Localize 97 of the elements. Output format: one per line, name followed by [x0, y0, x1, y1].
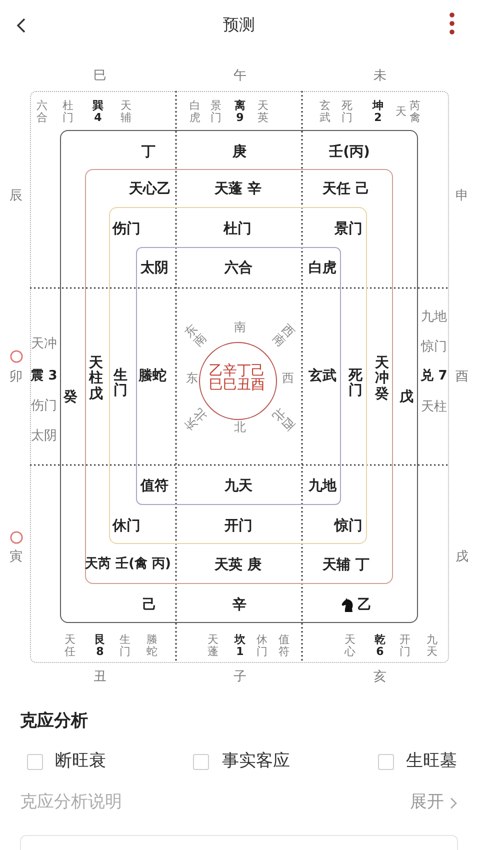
- star-stem-label: 天英 庚: [214, 556, 262, 574]
- deity-ring: [136, 246, 340, 504]
- stem-label: 己: [142, 596, 156, 613]
- palace-number-label: 离9: [234, 100, 246, 124]
- branch-label: 戌: [456, 550, 468, 566]
- stem-label: 丁: [142, 143, 156, 160]
- stem-label: 戊: [400, 388, 414, 405]
- palace-number-label: 艮8: [94, 634, 106, 658]
- palace-number-label: 坎1: [234, 634, 246, 658]
- palace-info-label: 九地: [421, 310, 447, 326]
- palace-number-label: 乾6: [374, 634, 386, 658]
- palace-info-label: 天蓬: [208, 634, 218, 658]
- branch-label: 巳: [94, 70, 106, 84]
- hint-text: 克应分析说明: [20, 793, 122, 813]
- star-stem-label: 天任 己: [322, 180, 370, 198]
- direction-label: 南: [234, 321, 246, 335]
- branch-label: 未: [374, 70, 386, 84]
- gate-label: 生门: [114, 368, 128, 399]
- branch-label: 申: [456, 190, 468, 204]
- star-stem-label: 天蓬 辛: [214, 180, 262, 198]
- stem-label: 癸: [64, 388, 78, 405]
- palace-info-label: 九天: [426, 634, 438, 658]
- chart-frame: [30, 91, 449, 663]
- gate-ring: [109, 207, 367, 544]
- stem-label: 壬(丙): [329, 143, 370, 160]
- checkbox-label: 事实客应: [222, 752, 290, 772]
- palace-info-label: 天辅: [120, 100, 132, 124]
- direction-label: 东南: [182, 322, 210, 350]
- pillars-text: 乙辛丁己巳巳丑酉: [208, 364, 266, 392]
- palace-number-label: 巽4: [92, 100, 104, 124]
- palace-info-label: 开门: [400, 634, 410, 658]
- branch-label: 卯: [10, 370, 22, 386]
- palace-info-label: 天心: [344, 634, 356, 658]
- palace-number-label: 坤2: [372, 100, 384, 124]
- palace-info-label: 天柱: [421, 400, 447, 416]
- text-area: [20, 835, 458, 850]
- direction-label: 东北: [182, 405, 210, 433]
- palace-number-label: 震 3: [30, 370, 58, 384]
- gate-label: 死门: [348, 368, 362, 399]
- palace-info-label: 天英: [258, 100, 268, 124]
- branch-label: 午: [234, 70, 246, 84]
- gate-label: 休门: [112, 517, 140, 534]
- section-heading: 克应分析: [20, 712, 88, 732]
- deity-label: 值符: [140, 477, 168, 494]
- page-title: 预测: [223, 16, 255, 34]
- palace-info-label: 值符: [278, 634, 290, 658]
- stem-label: 庚: [232, 143, 246, 160]
- direction-label: 西北: [269, 405, 297, 433]
- gate-label: 伤门: [112, 220, 140, 237]
- gate-label: 开门: [224, 517, 252, 534]
- star-stem-label: 天辅 丁: [322, 556, 370, 574]
- palace-info-label: 景门: [210, 100, 222, 124]
- deity-label: 九天: [224, 477, 252, 494]
- deity-label: 六合: [224, 259, 252, 276]
- gate-label: 景门: [334, 220, 362, 237]
- stem-label: 辛: [232, 596, 246, 613]
- branch-label: 亥: [374, 670, 386, 686]
- branch-label: 子: [234, 670, 246, 686]
- checkbox-label: 生旺墓: [406, 752, 457, 772]
- palace-info-label: 伤门: [31, 400, 57, 414]
- direction-label: 西南: [269, 322, 297, 350]
- branch-label: 寅: [10, 550, 22, 566]
- direction-label: 东: [186, 372, 198, 386]
- checkbox-label: 断旺衰: [55, 752, 106, 772]
- direction-label: 西: [282, 372, 294, 386]
- deity-label: 玄武: [308, 367, 336, 384]
- deity-label: 白虎: [308, 259, 336, 276]
- palace-info-label: 生门: [120, 634, 130, 658]
- star-stem-label: 天柱戊: [89, 356, 103, 402]
- palace-info-label: 玄武: [320, 100, 330, 124]
- deity-label: 螣蛇: [138, 367, 166, 384]
- gate-label: 惊门: [334, 517, 362, 534]
- palace-info-label: 六合: [36, 100, 48, 124]
- star-stem-label: 天芮 壬(禽 丙): [85, 558, 171, 572]
- branch-label: 丑: [94, 670, 106, 686]
- branch-label: 酉: [456, 370, 468, 386]
- star-ring: [84, 168, 392, 584]
- palace-info-label: 天任: [64, 634, 76, 658]
- palace-info-label: 天冲: [31, 338, 57, 352]
- gate-label: 杜门: [224, 220, 252, 237]
- star-stem-label: 天心乙: [129, 180, 171, 198]
- expand-link: 展开: [410, 793, 457, 813]
- palace-info-label: 杜门: [62, 100, 74, 124]
- stem-ring: [60, 130, 418, 623]
- stem-label: 乙: [358, 596, 372, 613]
- palace-info-label: 休门: [256, 634, 268, 658]
- palace-number-label: 兑 7: [420, 370, 448, 384]
- palace-info-label: 白虎: [190, 100, 200, 124]
- branch-label: 辰: [10, 190, 22, 204]
- palace-info-label: 死门: [342, 100, 352, 124]
- palace-info-label: 太阴: [31, 430, 57, 444]
- palace-info-label: 螣蛇: [146, 634, 158, 658]
- deity-label: 九地: [308, 477, 336, 494]
- palace-info-label: 惊门: [421, 340, 447, 356]
- star-stem-label: 天冲癸: [375, 356, 389, 402]
- deity-label: 太阴: [140, 259, 168, 276]
- direction-label: 北: [234, 421, 246, 435]
